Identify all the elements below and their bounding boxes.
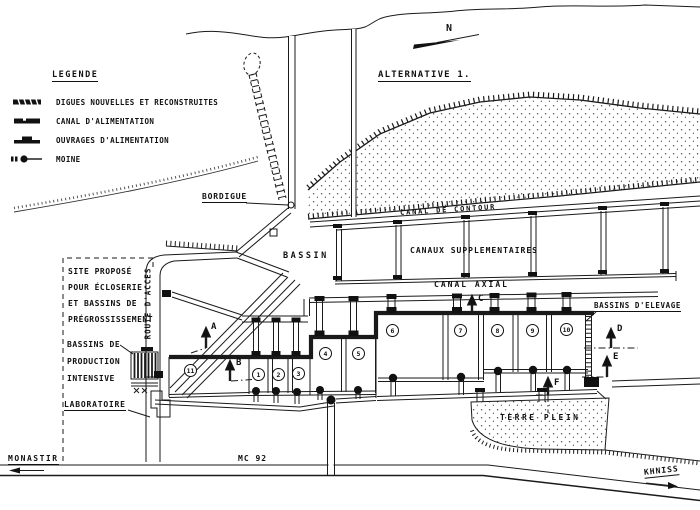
legend-item-intake-works: OUVRAGES D'ALIMENTATION (10, 134, 250, 146)
contour-canal (309, 195, 700, 228)
monk-outlet-symbol-icon (11, 155, 42, 163)
intake-works-symbol-icon (14, 136, 40, 144)
section-marker-f: F (554, 378, 560, 388)
axial-canal (308, 291, 659, 303)
basin-number-8: 8 (491, 324, 504, 337)
legend-label-dikes: DIGUES NOUVELLES ET RECONSTRUITES (56, 97, 219, 107)
monastir-arrow (9, 467, 44, 474)
basin-number-2: 2 (272, 368, 285, 381)
junction-blocks (141, 202, 669, 392)
terre-plein-area (470, 390, 700, 466)
production-note-line: PRODUCTION (67, 357, 121, 366)
legend-item-feed-canal: CANAL D'ALIMENTATION (10, 115, 250, 127)
basin-number-5: 5 (352, 347, 365, 360)
basin-number-11: 11 (184, 364, 197, 377)
bordigue-gate (235, 201, 295, 258)
legend-label-monk: MOINE (56, 154, 81, 164)
site-note: SITE PROPOSÉ POUR ÉCLOSERIE ET BASSINS D… (68, 264, 153, 328)
terre-plein-label: TERRE PLEIN (500, 413, 581, 422)
road-mc92 (0, 464, 700, 502)
bassin-label: BASSIN (283, 251, 329, 261)
canal-axial-label: CANAL AXIAL (434, 280, 509, 289)
feed-canal-symbol-icon (14, 118, 40, 124)
site-note-line: ET BASSINS DE (68, 299, 138, 308)
access-road (145, 240, 290, 462)
production-note: BASSINS DE PRODUCTION INTENSIVE (67, 336, 120, 387)
alternative-title: ALTERNATIVE 1. (378, 70, 471, 82)
supplementary-canals-grid (334, 205, 700, 285)
feed-canal-from-sea (288, 29, 357, 217)
basins-1-5-11 (168, 272, 377, 399)
section-marker-c: C (478, 294, 484, 304)
site-note-line: SITE PROPOSÉ (68, 267, 132, 276)
legend-items: DIGUES NOUVELLES ET RECONSTRUITES CANAL … (10, 96, 250, 165)
basin-number-4: 4 (319, 347, 332, 360)
road-crossing-gap (328, 457, 334, 474)
section-marker-a: A (211, 322, 217, 332)
hatchery-site (62, 257, 171, 461)
basin-number-10: 10 (560, 323, 573, 336)
section-marker-e: E (613, 352, 619, 362)
section-marker-b: B (236, 358, 242, 368)
site-note-line: POUR ÉCLOSERIE (68, 283, 143, 292)
khniss-arrow (645, 482, 678, 489)
basin-number-9: 9 (526, 324, 539, 337)
coastline (185, 4, 700, 39)
monk-outlets (252, 365, 572, 405)
section-arrows (190, 293, 638, 413)
north-arrow-icon (413, 34, 480, 49)
outlet-channel-east (611, 377, 700, 388)
production-note-line: INTENSIVE (67, 374, 115, 383)
canaux-supplementaires-label: CANAUX SUPPLEMENTAIRES (410, 246, 538, 255)
legend-title: LEGENDE (52, 70, 99, 82)
legend-label-feed-canal: CANAL D'ALIMENTATION (56, 116, 155, 126)
section-marker-d: D (617, 324, 623, 334)
basin-number-3: 3 (292, 367, 305, 380)
legend-label-intake-works: OUVRAGES D'ALIMENTATION (56, 135, 170, 145)
drain-channels (154, 396, 377, 476)
north-label: N (446, 23, 454, 34)
basin-number-6: 6 (386, 324, 399, 337)
site-note-line: PRÉGROSSISSEMENT (68, 315, 154, 324)
dike-symbol-icon (13, 98, 41, 106)
mc92-label: MC 92 (238, 454, 268, 463)
production-note-line: BASSINS DE (67, 340, 121, 349)
bordigue-label: BORDIGUE (202, 192, 247, 203)
legend: LEGENDE DIGUES NOUVELLES ET RECONSTRUITE… (10, 62, 250, 172)
basin-number-7: 7 (454, 324, 467, 337)
bassins-delevage-label: BASSINS D'ELEVAGE (594, 301, 681, 312)
legend-item-monk: MOINE (10, 153, 250, 165)
basin-number-1: 1 (252, 368, 265, 381)
legend-item-dikes: DIGUES NOUVELLES ET RECONSTRUITES (10, 96, 250, 108)
laboratoire-label: LABORATOIRE (64, 400, 126, 411)
beach-shoreline (13, 155, 259, 213)
monastir-label: MONASTIR (8, 454, 59, 465)
